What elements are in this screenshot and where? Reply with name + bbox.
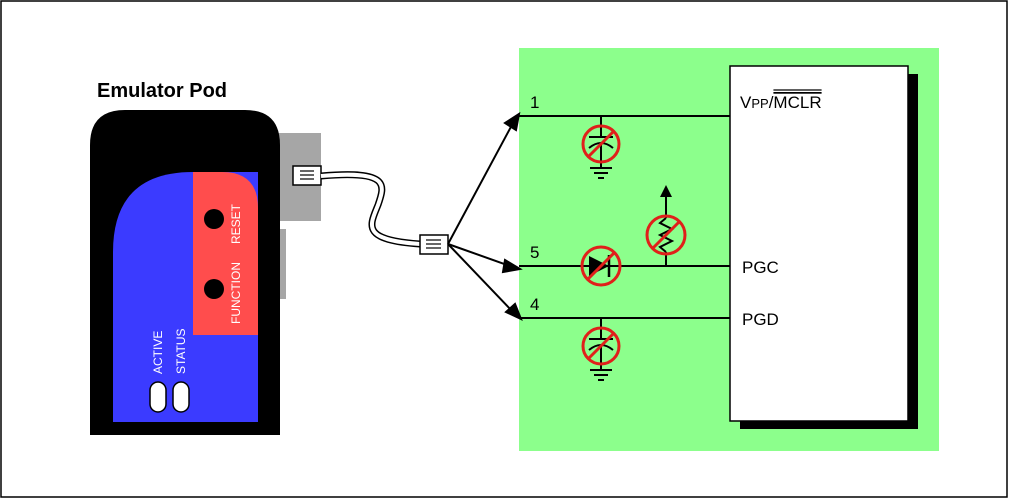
signal-pgd: PGD [742,310,779,329]
active-label: ACTIVE [151,331,165,374]
signal-mclr: MCLR [773,93,821,112]
status-led [172,381,190,413]
pin-number-1: 1 [530,93,539,112]
function-button[interactable] [204,279,224,299]
pin-number-5: 5 [530,243,539,262]
resistor-prohibited-icon [645,185,687,266]
reset-button[interactable] [204,209,224,229]
connection-arrows [447,111,523,321]
pin-number-4: 4 [530,295,539,314]
signal-lines [519,115,730,319]
signal-vpp-slash: / [769,93,774,112]
capacitor-prohibited-icon-bottom [581,318,621,381]
pod-reset-panel [193,172,258,335]
signal-vpp-mclr: VPP/MCLR [740,93,822,112]
signal-pgc: PGC [742,258,779,277]
active-led [149,381,167,413]
function-label: FUNCTION [229,262,243,324]
signal-vpp-sub: PP [751,96,768,111]
target-plug-pins [426,239,441,249]
pod-title: Emulator Pod [97,80,227,102]
pod-plug-pins [300,170,314,180]
device-body [729,65,909,422]
diode-prohibited-icon [580,245,622,287]
status-label: STATUS [174,328,188,374]
reset-label: RESET [229,203,243,244]
signal-vpp-prefix: V [740,93,752,112]
cable-core [320,172,421,246]
capacitor-prohibited-icon-top [581,116,621,179]
